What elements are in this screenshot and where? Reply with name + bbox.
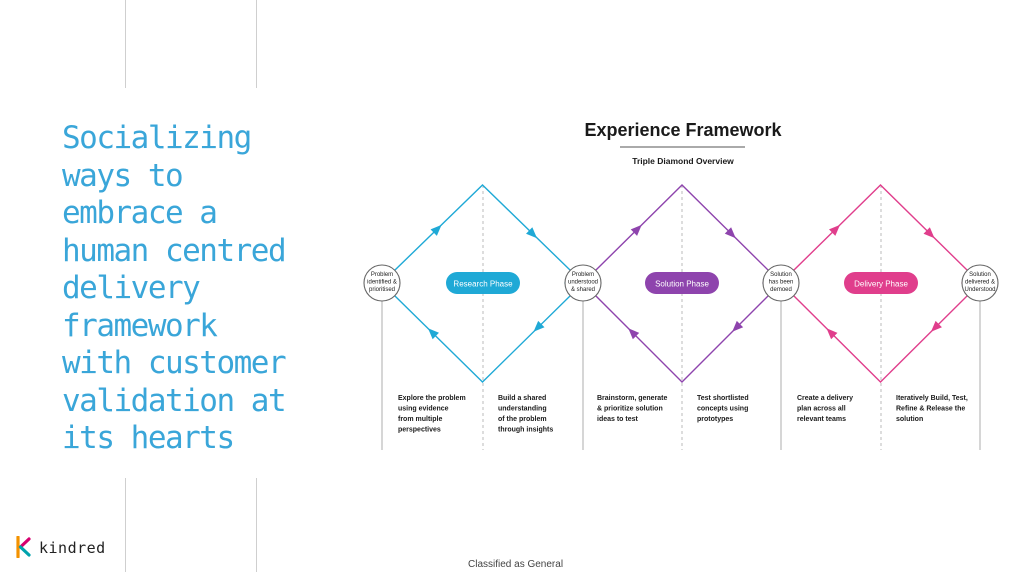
flow-arrow [826,328,838,340]
phase-description-line: Explore the problem [398,395,466,402]
phase-description-line: plan across all [797,406,846,413]
milestone-node [363,264,401,302]
phase-description-line: perspectives [398,427,441,434]
phase-pill-label: Research Phase [453,280,513,289]
phase-description-line: through insights [498,427,553,434]
phase-description-line: Build a shared [498,395,546,402]
flow-arrow [533,320,545,332]
phase-pill-label: Solution Phase [655,280,709,289]
headline-line: with customer [62,345,287,381]
flow-arrow [923,227,935,239]
top-divider-left [125,0,126,88]
top-divider-right [256,0,257,88]
phase-description-line: relevant teams [797,416,846,423]
headline-line: framework [62,307,218,344]
framework-title: Experience Framework [584,120,782,140]
flow-arrow [427,328,439,340]
phase-description-line: of the problem [498,416,547,423]
milestone-node-label: Problem [371,272,393,278]
brand-name: kindred [39,539,106,557]
headline-line: its hearts [62,420,235,456]
milestone-node [762,264,800,302]
flow-arrow [526,227,538,239]
flow-arrow [829,224,840,236]
headline-line: validation at [62,382,287,419]
bottom-divider-left [125,478,126,572]
milestone-node-label: has been [769,280,794,286]
brand-logo: kindred [14,536,124,560]
milestone-node-label: delivered & [965,280,995,286]
milestone-node-label: Solution [770,272,792,278]
framework-subtitle: Triple Diamond Overview [632,156,734,166]
flow-arrow [724,227,736,239]
milestone-node [961,264,999,302]
phase-description-line: understanding [498,406,547,413]
milestone-node [564,264,602,302]
flow-arrow [430,224,442,236]
phase-description-line: & prioritize solution [597,406,663,413]
phase-pills: Research Phase Solution Phase Delivery Pha… [446,272,918,294]
milestone-node-label: demoed [770,287,792,293]
phase-description-line: prototypes [697,416,733,423]
kindred-logo-icon [16,536,31,558]
phase-pill-label: Delivery Phase [854,280,908,289]
milestone-node-label: Solution [969,272,991,278]
phase-pill [645,272,719,294]
phase-description-line: Test shortlisted [697,395,749,402]
phase-description-line: Brainstorm, generate [597,395,668,402]
flow-arrow [930,320,942,332]
phase-pill [446,272,520,294]
bottom-divider-right [256,478,257,572]
flow-arrow [630,224,642,236]
headline-line: Socializing [62,120,252,156]
phase-description-line: solution [896,416,923,423]
milestone-nodes: Problem identified &prioritised Problem und… [363,264,999,302]
milestone-node-label: identified & [367,280,397,286]
headline-line: embrace a [62,195,218,231]
headline-line: ways to [62,157,184,194]
phase-descriptions: Explore the problem using evidence from mu… [398,395,968,434]
phase-description-line: from multiple [398,416,442,423]
phase-description-line: ideas to test [597,416,639,423]
diagram-spines [381,185,981,450]
milestone-node-label: understood [568,280,598,286]
phase-pill [844,272,918,294]
diagram-arrows [427,224,942,340]
phase-description-line: using evidence [398,406,449,413]
phase-description-line: concepts using [697,406,748,413]
classification-label: Classified as General [468,559,564,570]
milestone-node-label: Problem [572,272,594,278]
experience-framework-diagram: Experience Framework Triple Diamond Over… [363,120,999,450]
phase-description-line: Create a delivery [797,395,853,402]
flow-arrow [732,320,744,332]
flow-arrow [628,328,640,340]
milestone-node-label: & shared [571,287,595,293]
headline-line: human centred [62,232,287,269]
headline-line: delivery [62,270,201,306]
phase-description-line: Refine & Release the [896,406,965,413]
milestone-node-label: prioritised [369,287,395,293]
phase-description-line: Iteratively Build, Test, [896,395,968,402]
milestone-node-label: Understood [964,287,995,293]
